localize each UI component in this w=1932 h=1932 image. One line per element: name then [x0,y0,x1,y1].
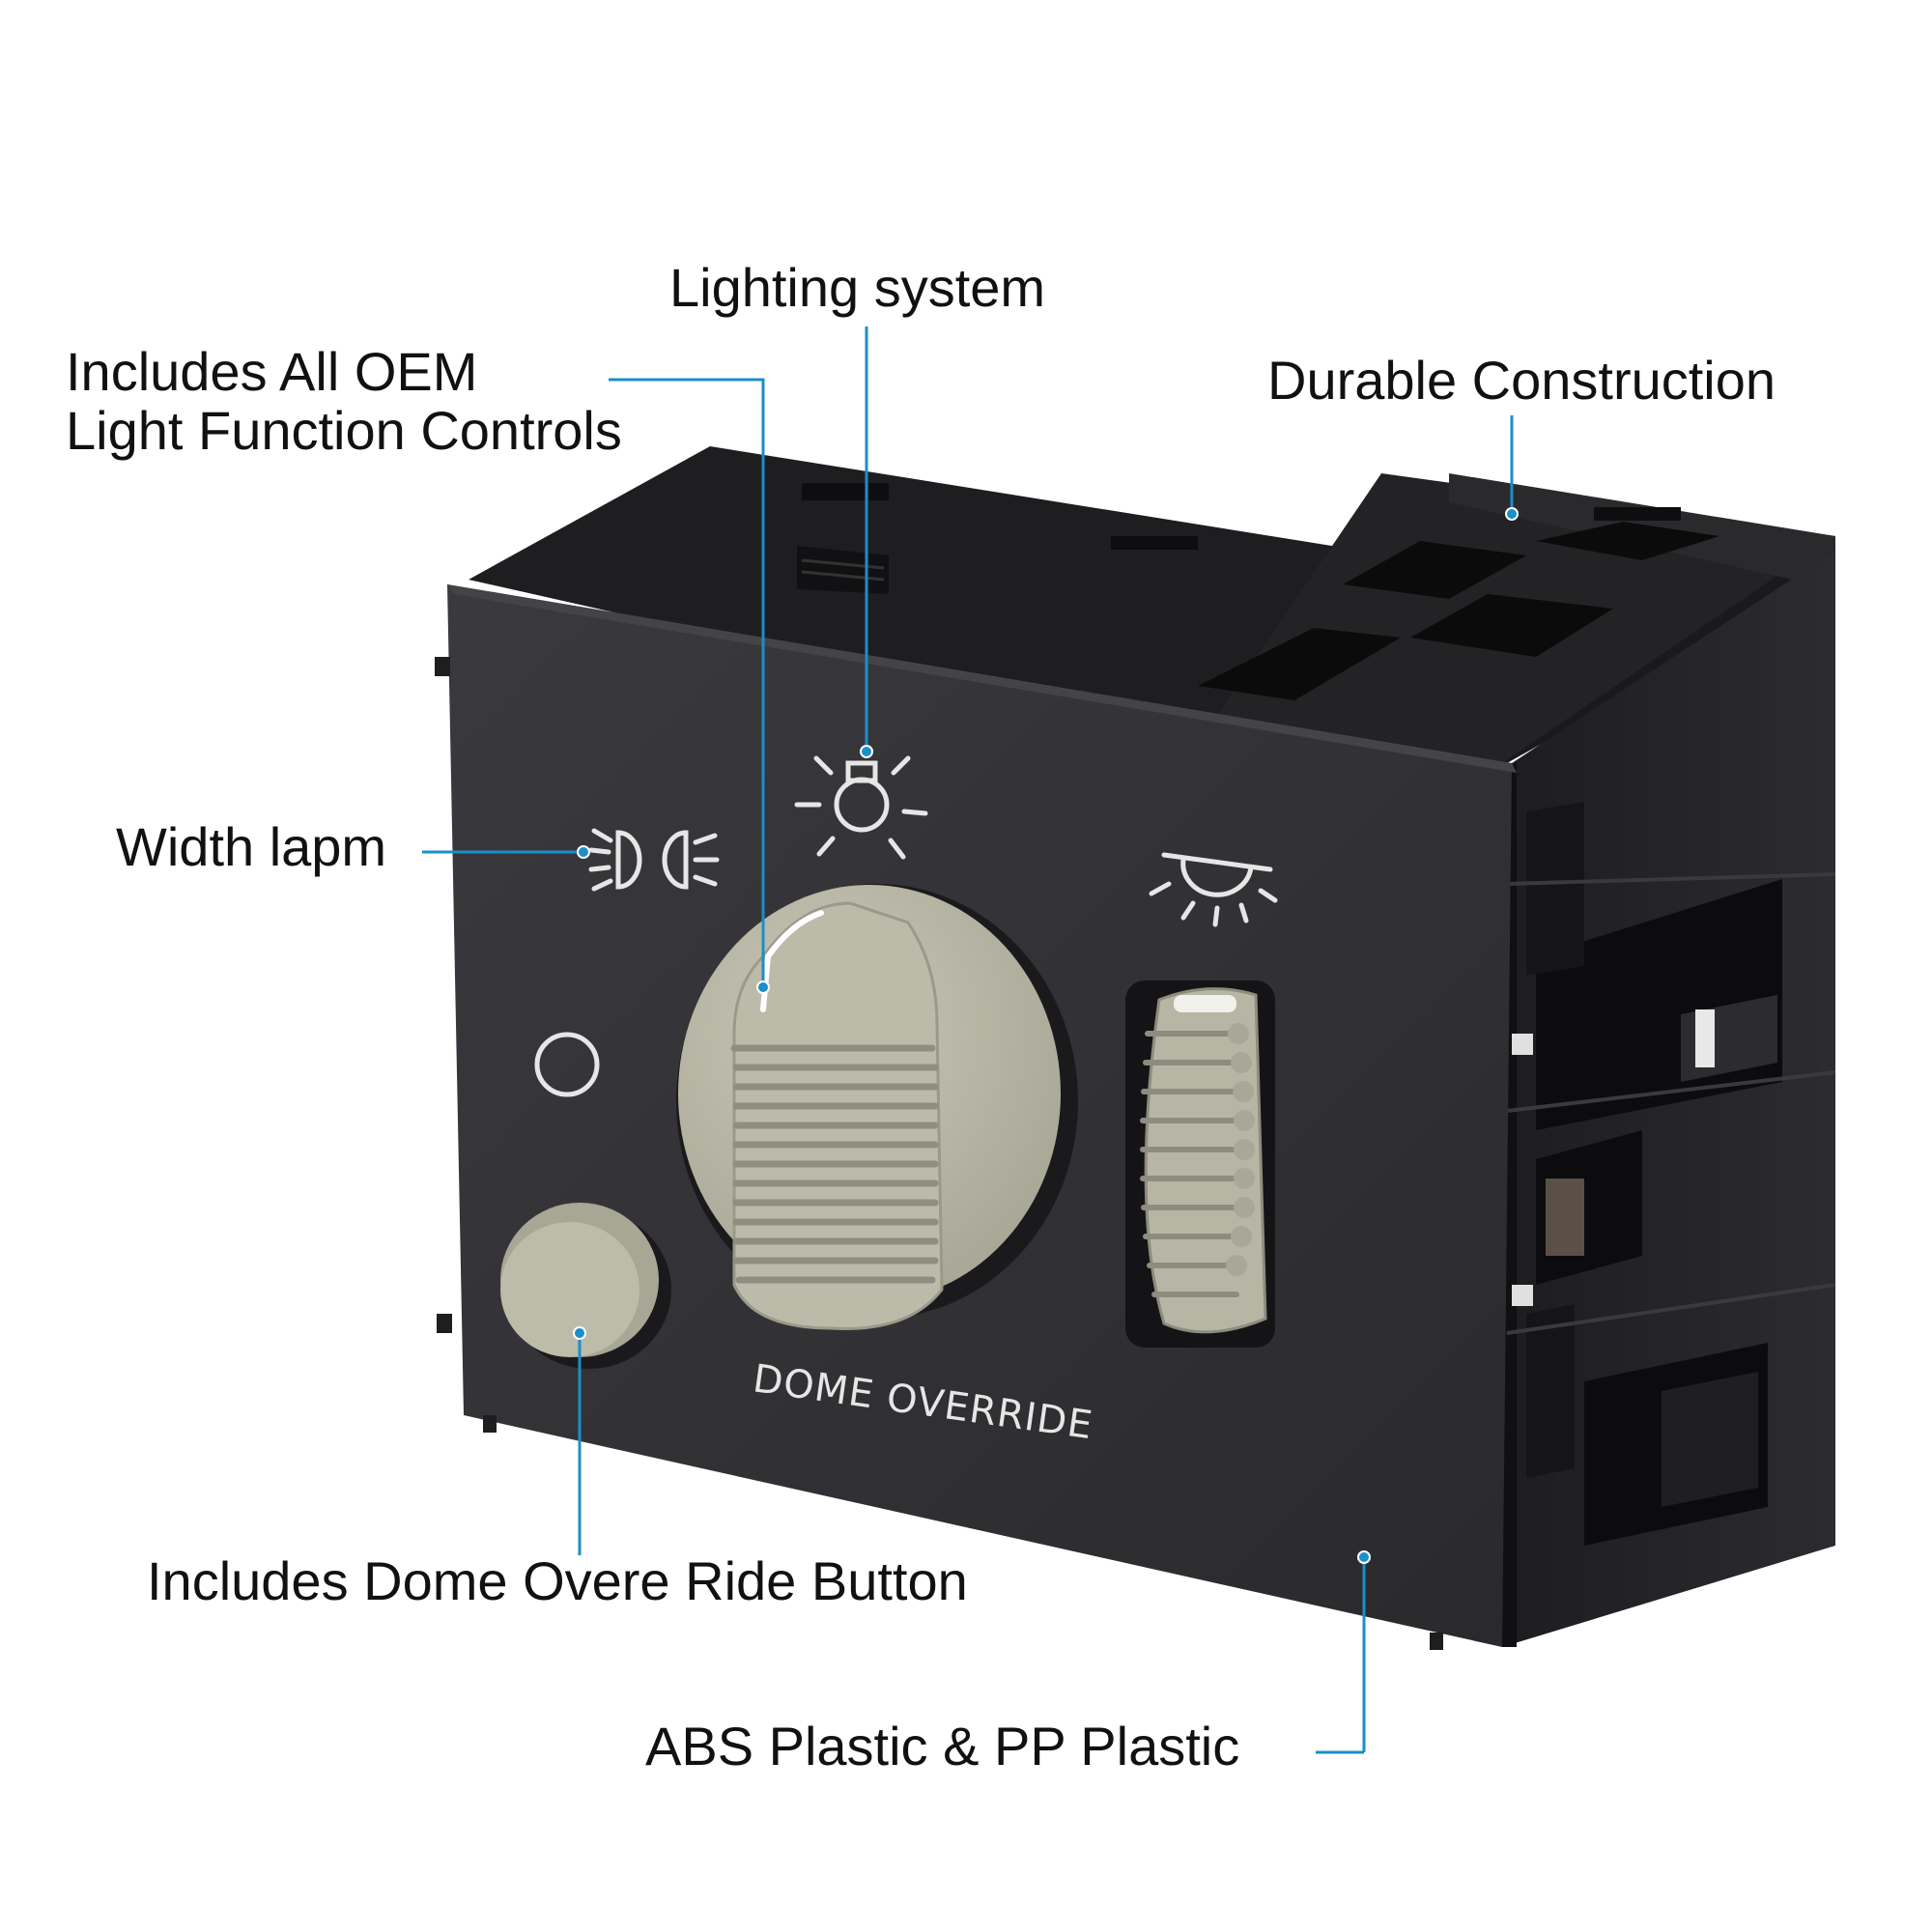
callout-dome-override-button: Includes Dome Overe Ride Button [147,1550,968,1611]
parking-lamp-icon [588,828,720,892]
headlamp-bulb-icon [794,755,928,860]
callout-oem-controls: Includes All OEM Light Function Controls [66,342,622,460]
dome-override-button[interactable] [500,1203,671,1369]
off-circle-icon [534,1032,600,1097]
knob-indicator-line [760,910,824,1012]
callout-dots [573,507,1519,1564]
callout-oem-line1: Includes All OEM [66,341,478,402]
callout-material: ABS Plastic & PP Plastic [645,1716,1240,1776]
dimmer-thumbwheel[interactable] [1125,980,1275,1348]
callout-lines [422,327,1514,1754]
callout-lighting-system: Lighting system [669,257,1046,318]
callout-width-lamp: Width lapm [116,816,387,877]
headlamp-rotary-knob[interactable] [676,884,1078,1330]
housing-top [469,446,1835,763]
housing-side [1502,551,1836,1647]
callout-durable-construction: Durable Construction [1267,350,1776,411]
dome-light-icon [1149,852,1278,927]
callout-oem-line2: Light Function Controls [66,400,622,461]
